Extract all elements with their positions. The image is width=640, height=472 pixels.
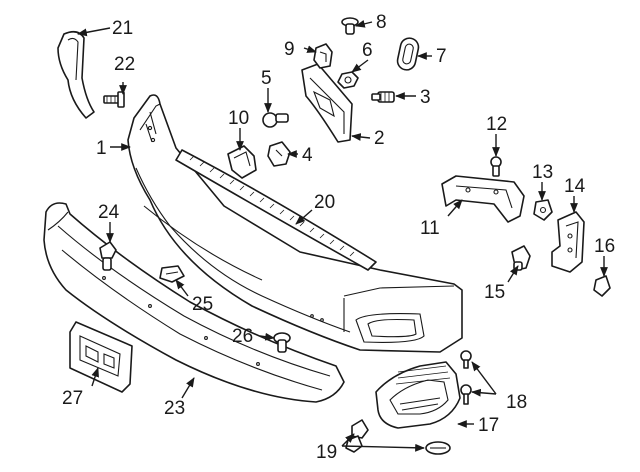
callout-23: 23 xyxy=(164,398,185,419)
part-7-grommet[interactable] xyxy=(396,36,420,71)
part-1-front-bumper[interactable] xyxy=(127,94,463,353)
callout-10: 10 xyxy=(228,108,249,129)
part-22-bolt[interactable] xyxy=(103,91,125,108)
callout-3: 3 xyxy=(420,87,431,108)
callout-labels: 21 22 1 8 9 6 7 3 5 2 4 10 12 13 14 16 1… xyxy=(62,12,615,463)
part-27-license-bracket[interactable] xyxy=(69,321,133,393)
callout-11: 11 xyxy=(420,218,440,239)
callout-12: 12 xyxy=(486,114,507,135)
callout-25: 25 xyxy=(192,294,213,315)
part-5-bolt[interactable] xyxy=(262,112,289,128)
callout-6: 6 xyxy=(362,40,373,61)
callout-17: 17 xyxy=(478,415,499,436)
part-14-bracket[interactable] xyxy=(551,211,585,273)
callout-14: 14 xyxy=(564,176,586,197)
part-16-clip[interactable] xyxy=(593,275,611,297)
part-21-shield[interactable] xyxy=(57,30,95,119)
callout-19: 19 xyxy=(316,442,337,463)
callout-20: 20 xyxy=(314,192,335,213)
part-9-retainer[interactable] xyxy=(313,43,333,69)
callout-9: 9 xyxy=(284,39,295,60)
callout-4: 4 xyxy=(302,145,313,166)
part-4-clip[interactable] xyxy=(267,141,291,167)
part-15-clip[interactable] xyxy=(511,245,531,271)
part-3-bolt[interactable] xyxy=(371,91,395,103)
callout-18: 18 xyxy=(506,392,527,413)
part-18-screws[interactable] xyxy=(460,350,472,405)
callout-2: 2 xyxy=(374,128,385,149)
part-24-clip[interactable] xyxy=(99,241,117,271)
part-19-clips[interactable] xyxy=(345,419,451,455)
leader-lines xyxy=(77,20,608,452)
callout-26: 26 xyxy=(232,326,253,347)
part-10-bracket[interactable] xyxy=(227,145,257,179)
callout-13: 13 xyxy=(532,162,553,183)
part-17-bezel[interactable] xyxy=(375,361,461,429)
part-13-nut[interactable] xyxy=(533,199,553,221)
callout-24: 24 xyxy=(98,202,120,223)
callout-1: 1 xyxy=(96,138,107,159)
part-25-clip[interactable] xyxy=(159,265,185,283)
part-2-bracket[interactable] xyxy=(301,63,353,143)
part-11-side-bracket[interactable] xyxy=(441,175,525,223)
callout-16: 16 xyxy=(594,236,615,257)
callout-22: 22 xyxy=(114,54,135,75)
callout-7: 7 xyxy=(436,46,447,67)
callout-5: 5 xyxy=(261,68,272,89)
callout-27: 27 xyxy=(62,388,83,409)
callout-15: 15 xyxy=(484,282,505,303)
part-8-clip[interactable] xyxy=(341,17,359,35)
part-12-bolt[interactable] xyxy=(490,156,502,177)
callout-21: 21 xyxy=(112,18,133,39)
callout-8: 8 xyxy=(376,12,387,33)
part-23-lower-valance[interactable] xyxy=(43,202,345,403)
part-6-nut[interactable] xyxy=(337,71,359,89)
